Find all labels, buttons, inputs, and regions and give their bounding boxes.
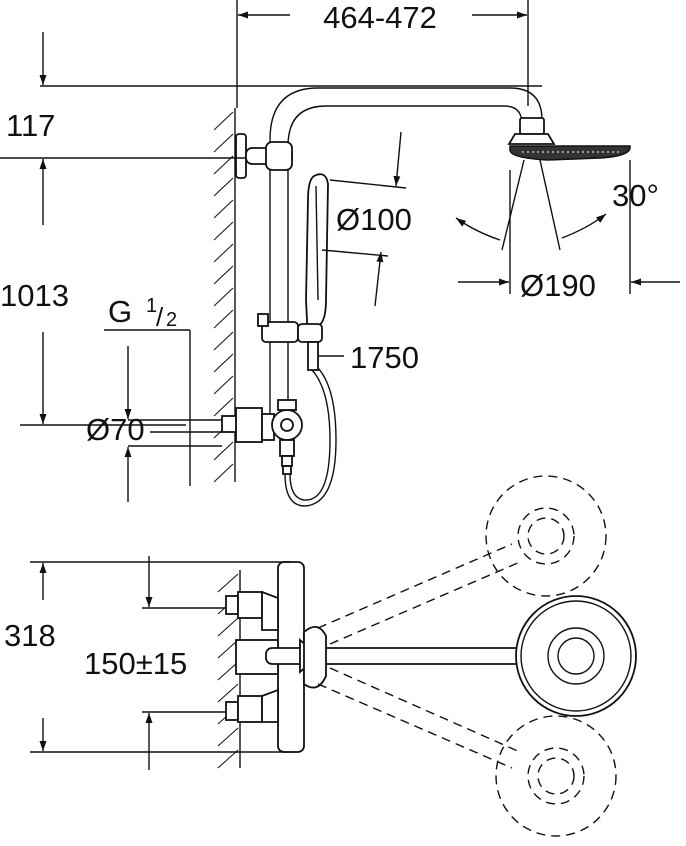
diverter-valve [221,399,303,475]
hose [284,367,337,507]
dimension-lines-top [0,0,680,502]
bottom-height-label: 318 [4,618,56,653]
shower-riser-pipe [235,87,543,420]
overhead-shower-head [507,117,631,161]
front-elevation [213,87,631,507]
width-label: 464-472 [323,0,437,35]
top-view [217,475,637,837]
hose-length-label: 1750 [350,340,419,375]
thread-denominator-label: 2 [166,309,177,331]
svg-text:/: / [156,302,164,332]
inlet-spacing-label: 150±15 [84,646,187,681]
hand-shower [257,173,329,371]
top-height-label: 117 [6,108,55,143]
dimension-labels: 464-472 117 1013 G 1 / 2 Ø70 Ø100 1750 3… [0,0,659,681]
swivel-range-dashed [317,475,617,837]
total-height-label: 1013 [0,278,69,313]
shower-head-top [515,595,637,717]
head-diameter-label: Ø190 [520,268,596,303]
spray-angle-lines [455,159,607,251]
dimension-lines-bottom [30,556,290,770]
thread-prefix-label: G [108,294,132,329]
hand-shower-diameter-label: Ø100 [336,202,412,237]
spray-angle-label: 30° [612,178,659,213]
shower-arm-top [265,626,548,689]
thread-numerator-label: 1 [146,295,157,317]
inlet-diameter-label: Ø70 [86,412,145,447]
